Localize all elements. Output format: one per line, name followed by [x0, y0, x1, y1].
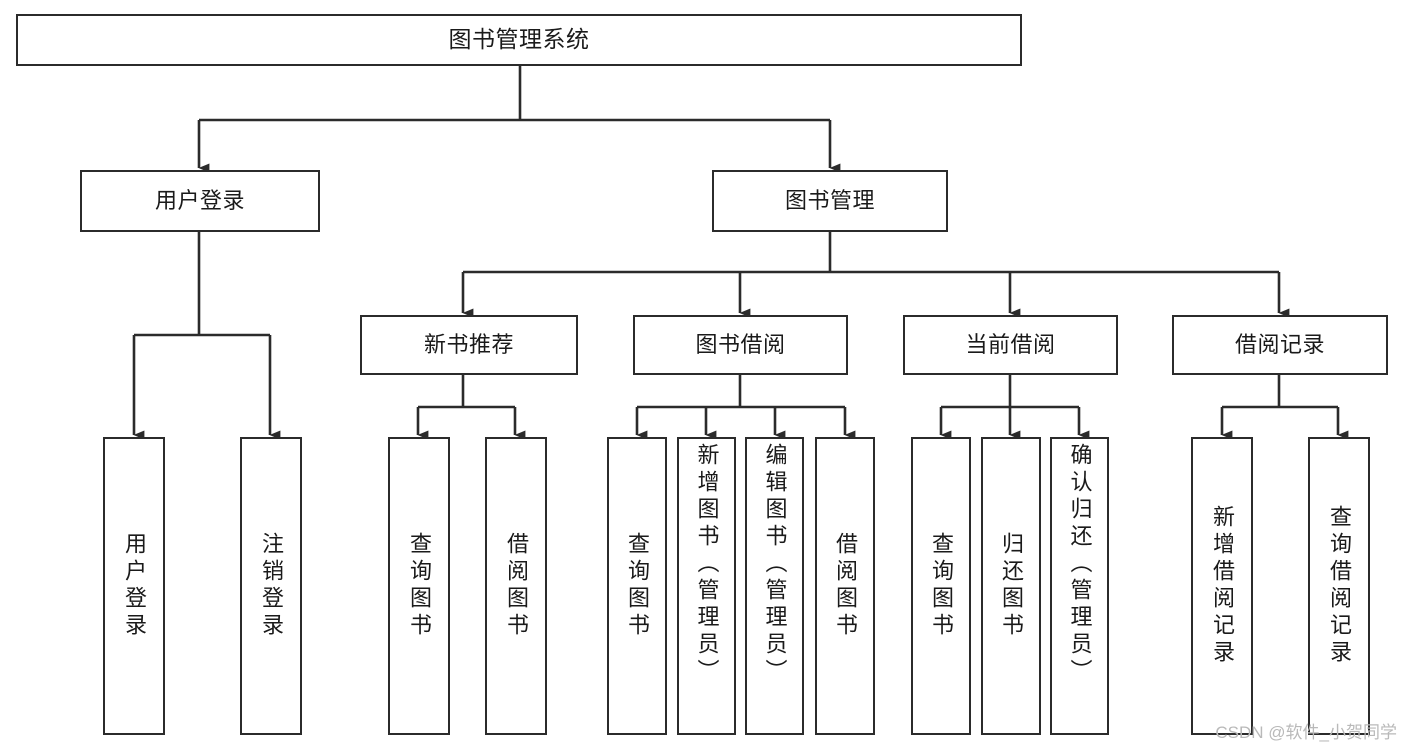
node-leaf-logout[interactable]: 注销登录 — [240, 437, 302, 735]
node-borrow-record[interactable]: 借阅记录 — [1172, 315, 1388, 375]
node-label: 查询图书 — [929, 532, 954, 640]
node-leaf-return-book[interactable]: 归还图书 — [981, 437, 1041, 735]
node-label: 注销登录 — [259, 532, 284, 640]
node-book-management[interactable]: 图书管理 — [712, 170, 948, 232]
node-leaf-edit-book-admin[interactable]: 编辑图书（管理员） — [745, 437, 804, 735]
node-label: 新书推荐 — [423, 332, 514, 358]
node-label: 新增借阅记录 — [1210, 505, 1235, 667]
node-label: 编辑图书（管理员） — [762, 443, 788, 686]
edge-group-borrow-record — [1220, 375, 1349, 440]
edge-group-new-book — [416, 375, 526, 440]
node-book-borrow[interactable]: 图书借阅 — [633, 315, 848, 375]
node-label: 图书管理系统 — [448, 26, 590, 53]
node-leaf-query-borrow-record[interactable]: 查询借阅记录 — [1308, 437, 1370, 735]
node-leaf-borrow-book-recommend[interactable]: 借阅图书 — [485, 437, 547, 735]
node-label: 新增图书（管理员） — [694, 443, 720, 686]
node-label: 当前借阅 — [965, 332, 1056, 358]
node-label: 图书借阅 — [695, 332, 786, 358]
node-label: 用户登录 — [154, 188, 245, 214]
node-label: 借阅记录 — [1234, 332, 1325, 358]
node-label: 图书管理 — [784, 188, 875, 214]
node-label: 查询图书 — [407, 532, 432, 640]
node-label: 用户登录 — [122, 532, 147, 640]
node-leaf-confirm-return-admin[interactable]: 确认归还（管理员） — [1050, 437, 1109, 735]
edge-group-user-login — [132, 232, 281, 440]
node-label: 借阅图书 — [504, 532, 529, 640]
node-label: 查询借阅记录 — [1327, 505, 1352, 667]
node-leaf-add-borrow-record[interactable]: 新增借阅记录 — [1191, 437, 1253, 735]
node-leaf-borrow-book[interactable]: 借阅图书 — [815, 437, 875, 735]
edge-group-current-borrow — [939, 375, 1090, 440]
node-label: 借阅图书 — [833, 532, 858, 640]
edge-group-book-borrow — [635, 375, 856, 440]
node-new-book-recommend[interactable]: 新书推荐 — [360, 315, 578, 375]
edge-group-book-manage — [461, 232, 1290, 318]
node-leaf-add-book-admin[interactable]: 新增图书（管理员） — [677, 437, 736, 735]
node-current-borrow[interactable]: 当前借阅 — [903, 315, 1118, 375]
node-leaf-query-book-recommend[interactable]: 查询图书 — [388, 437, 450, 735]
edge-group-root — [197, 66, 841, 173]
node-leaf-user-login[interactable]: 用户登录 — [103, 437, 165, 735]
node-label: 归还图书 — [999, 532, 1024, 640]
node-leaf-query-book-current[interactable]: 查询图书 — [911, 437, 971, 735]
node-leaf-query-book-borrow[interactable]: 查询图书 — [607, 437, 667, 735]
node-root-system[interactable]: 图书管理系统 — [16, 14, 1022, 66]
node-user-login[interactable]: 用户登录 — [80, 170, 320, 232]
node-label: 查询图书 — [625, 532, 650, 640]
node-label: 确认归还（管理员） — [1067, 443, 1093, 686]
